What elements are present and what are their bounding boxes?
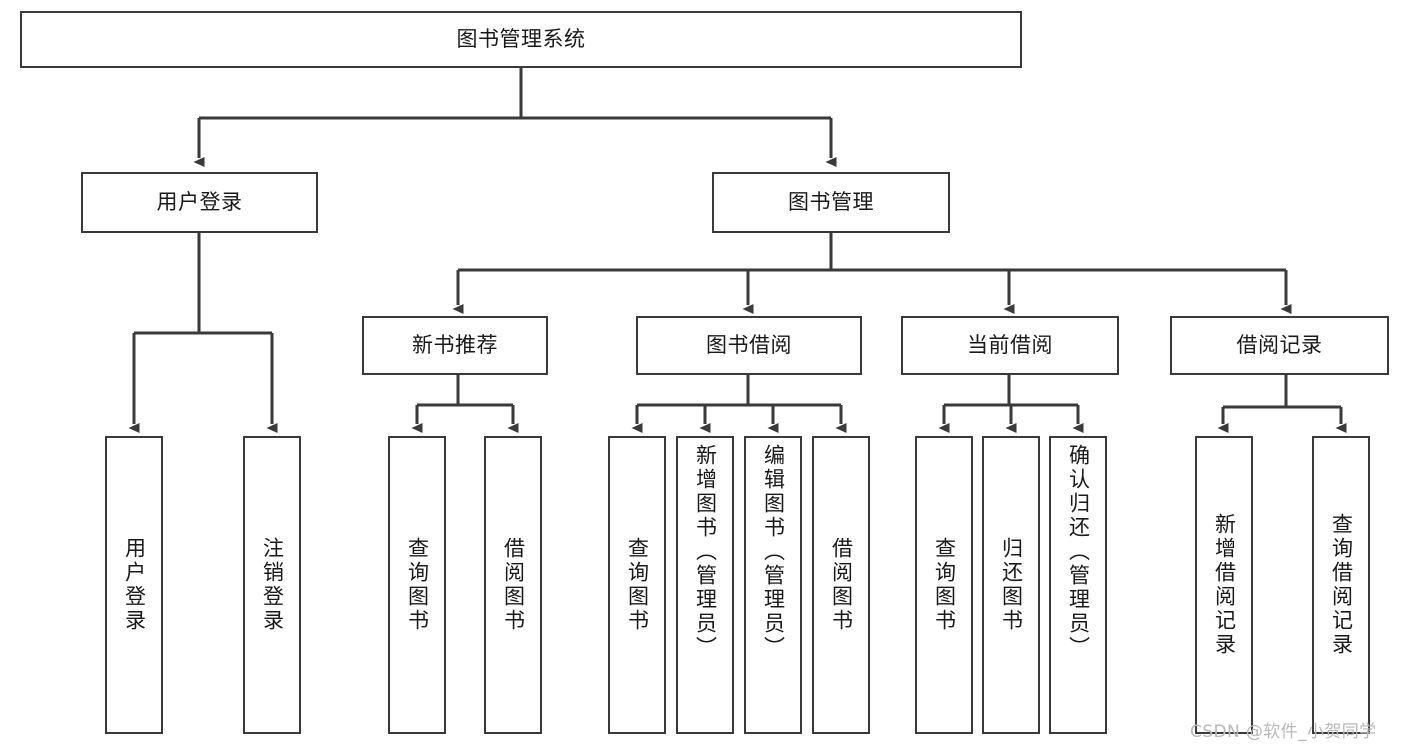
leaf-user-login-login-label: 用户登录 <box>122 537 147 633</box>
leaf-current-query-books-label: 查询图书 <box>932 537 957 633</box>
leaf-newbook-borrow-books[interactable]: 借阅图书 <box>484 436 542 734</box>
csdn-watermark: CSDN @软件_小贺同学 <box>1190 722 1377 742</box>
node-borrow-record-label: 借阅记录 <box>1236 333 1323 358</box>
node-book-management[interactable]: 图书管理 <box>712 172 950 233</box>
node-current-borrow-label: 当前借阅 <box>967 333 1053 358</box>
leaf-current-query-books[interactable]: 查询图书 <box>915 436 973 734</box>
node-current-borrow[interactable]: 当前借阅 <box>901 316 1119 375</box>
leaf-borrow-edit-book-admin-label: 编辑图书（管理员） <box>761 444 786 660</box>
node-user-login[interactable]: 用户登录 <box>81 172 318 233</box>
leaf-borrow-query-books-label: 查询图书 <box>625 537 650 633</box>
node-new-book-recommend-label: 新书推荐 <box>412 333 498 358</box>
leaf-borrow-edit-book-admin[interactable]: 编辑图书（管理员） <box>744 436 802 734</box>
leaf-current-confirm-return-admin[interactable]: 确认归还（管理员） <box>1049 436 1107 734</box>
leaf-current-return-books[interactable]: 归还图书 <box>982 436 1040 734</box>
leaf-newbook-query-books[interactable]: 查询图书 <box>388 436 446 734</box>
node-borrow-record[interactable]: 借阅记录 <box>1170 316 1389 375</box>
leaf-current-return-books-label: 归还图书 <box>999 537 1024 633</box>
leaf-current-confirm-return-admin-label: 确认归还（管理员） <box>1066 444 1091 660</box>
node-book-management-label: 图书管理 <box>788 190 874 215</box>
node-root[interactable]: 图书管理系统 <box>20 11 1022 68</box>
leaf-borrow-query-books[interactable]: 查询图书 <box>608 436 666 734</box>
leaf-user-login-logout-label: 注销登录 <box>260 537 285 633</box>
node-root-label: 图书管理系统 <box>456 27 586 52</box>
node-new-book-recommend[interactable]: 新书推荐 <box>362 316 548 375</box>
leaf-record-add-record-label: 新增借阅记录 <box>1212 513 1237 657</box>
leaf-user-login-login[interactable]: 用户登录 <box>105 436 163 734</box>
node-user-login-label: 用户登录 <box>156 190 243 215</box>
leaf-newbook-borrow-books-label: 借阅图书 <box>501 537 526 633</box>
leaf-record-query-record-label: 查询借阅记录 <box>1329 513 1354 657</box>
node-book-borrow-label: 图书借阅 <box>706 333 792 358</box>
leaf-newbook-query-books-label: 查询图书 <box>405 537 430 633</box>
leaf-borrow-borrow-books-label: 借阅图书 <box>829 537 854 633</box>
leaf-record-add-record[interactable]: 新增借阅记录 <box>1195 436 1253 734</box>
leaf-borrow-add-book-admin-label: 新增图书（管理员） <box>693 444 718 660</box>
leaf-user-login-logout[interactable]: 注销登录 <box>243 436 301 734</box>
leaf-borrow-add-book-admin[interactable]: 新增图书（管理员） <box>676 436 734 734</box>
leaf-borrow-borrow-books[interactable]: 借阅图书 <box>812 436 870 734</box>
node-book-borrow[interactable]: 图书借阅 <box>636 316 862 375</box>
leaf-record-query-record[interactable]: 查询借阅记录 <box>1312 436 1370 734</box>
